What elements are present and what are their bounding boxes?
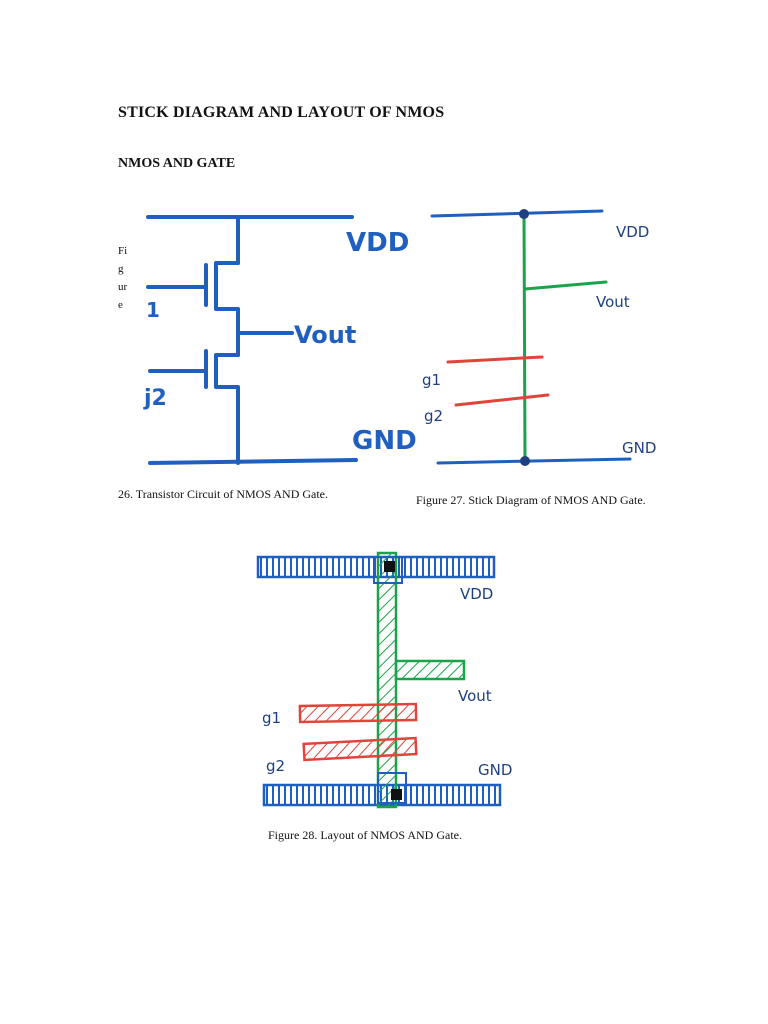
- fragment-line: Fi: [118, 245, 128, 257]
- gnd-label: GND: [478, 761, 512, 779]
- vdd-label: VDD: [616, 223, 649, 241]
- vout-label: Vout: [458, 687, 492, 705]
- vout-diffusion: [394, 659, 466, 681]
- transistor-1: [214, 261, 240, 357]
- vdd-label: VDD: [346, 228, 409, 258]
- gnd-contact: [520, 456, 530, 466]
- fragment-line: ur: [118, 281, 128, 293]
- gnd-label: GND: [622, 439, 656, 457]
- figure-26-caption: 26. Transistor Circuit of NMOS AND Gate.: [118, 487, 329, 501]
- vout-label: Vout: [596, 293, 630, 311]
- g1-label: g1: [262, 709, 281, 727]
- figure-28-caption: Figure 28. Layout of NMOS AND Gate.: [268, 828, 462, 842]
- diffusion-strip: [376, 551, 398, 809]
- poly-g1-stick: [446, 355, 544, 364]
- diffusion-stick: [522, 212, 527, 463]
- poly-g1: [298, 702, 418, 724]
- poly-g2-stick: [454, 393, 550, 407]
- gnd-label: GND: [352, 426, 417, 456]
- figure-27-caption: Figure 27. Stick Diagram of NMOS AND Gat…: [416, 493, 646, 507]
- section-heading: NMOS AND GATE: [118, 156, 236, 171]
- vout-label: Vout: [294, 321, 356, 349]
- vdd-rail: [430, 209, 604, 218]
- vout-stick: [523, 280, 608, 291]
- page-title: STICK DIAGRAM AND LAYOUT OF NMOS: [118, 104, 445, 121]
- fragment-line: g: [118, 263, 124, 275]
- transistor-circuit-figure: VDD Vout GND 1 j2: [143, 205, 418, 473]
- gate-1-label: 1: [146, 298, 160, 322]
- gnd-rail: [436, 457, 632, 465]
- gnd-contact-frame: [377, 772, 407, 804]
- gnd-contact: [391, 789, 402, 800]
- gate-2-label: j2: [143, 386, 167, 411]
- vdd-contact: [519, 209, 529, 219]
- fragment-line: e: [118, 299, 123, 311]
- stick-diagram-figure: VDD Vout g1 g2 GND: [416, 205, 664, 473]
- g2-label: g2: [424, 407, 443, 425]
- layout-figure: VDD Vout g1 g2 GND: [252, 545, 522, 817]
- g1-label: g1: [422, 371, 441, 389]
- clipped-caption-fragment: Fi g ur e: [118, 242, 132, 314]
- transistor-2: [214, 353, 240, 465]
- g2-label: g2: [266, 757, 285, 775]
- vdd-contact-frame: [373, 556, 403, 584]
- gnd-rail: [148, 458, 358, 465]
- vdd-label: VDD: [460, 585, 493, 603]
- poly-g2: [302, 736, 418, 762]
- vdd-metal-rail: [256, 555, 496, 579]
- vdd-contact: [384, 561, 395, 572]
